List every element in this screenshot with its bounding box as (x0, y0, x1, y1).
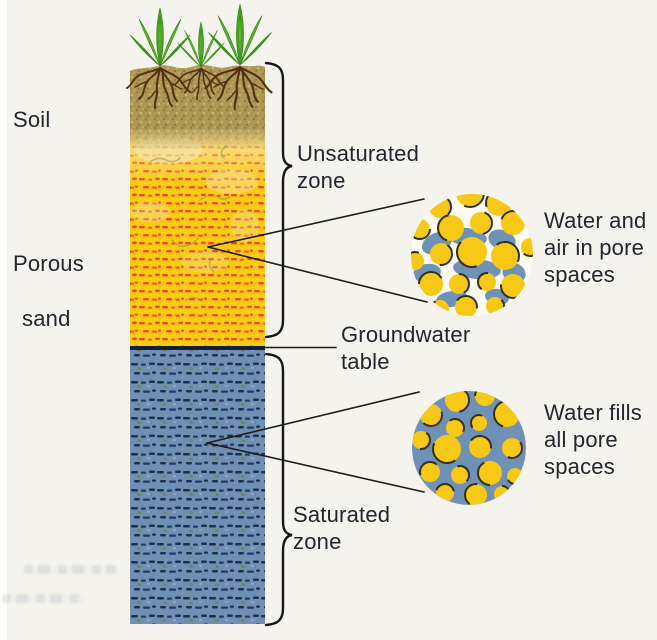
unsaturated-zone-bracket (264, 61, 293, 339)
porous-sand-label: Porous sand (13, 250, 84, 332)
pore-inset-unsaturated (411, 194, 533, 316)
pointer-lines (206, 198, 428, 493)
inset-top-caption: Water and air in pore spaces (544, 207, 646, 288)
unsaturated-pointer-upper (207, 198, 425, 248)
pore-inset-saturated (412, 391, 526, 505)
saturated-sand-layer (130, 350, 265, 624)
label-line: Water fills (544, 400, 642, 425)
label-line: Porous (13, 251, 84, 276)
saturated-pointer-lower (206, 442, 425, 493)
inset-bottom-caption: Water fills all pore spaces (544, 399, 642, 480)
saturated-pointer-upper (206, 391, 420, 444)
zone-brackets (264, 61, 293, 627)
groundwater-table-line (130, 346, 265, 350)
soil-label: Soil (13, 107, 51, 132)
soil-column (130, 64, 265, 624)
label-line: sand (22, 306, 71, 331)
label-line: air in pore (544, 235, 645, 260)
sand-squiggles (149, 145, 231, 302)
print-bleed-artifact (24, 565, 116, 576)
label-line: Water and (544, 208, 647, 233)
label-line: spaces (544, 454, 615, 479)
saturated-zone-bracket (264, 352, 293, 627)
unsaturated-zone-label: Unsaturated zone (297, 140, 419, 194)
label-line: table (341, 349, 390, 374)
groundwater-table-label: Groundwater table (341, 321, 470, 375)
label-line: Saturated (293, 502, 391, 527)
label-line: Unsaturated (297, 141, 420, 166)
label-line: zone (297, 168, 346, 193)
page-edge (0, 0, 7, 640)
saturated-zone-label: Saturated zone (293, 501, 390, 555)
print-bleed-artifact (2, 594, 84, 605)
label-line: all pore (544, 427, 618, 452)
label-line: Groundwater (341, 322, 471, 347)
unsaturated-pointer-lower (207, 246, 428, 303)
label-line: zone (293, 529, 342, 554)
label-line: spaces (544, 262, 615, 287)
